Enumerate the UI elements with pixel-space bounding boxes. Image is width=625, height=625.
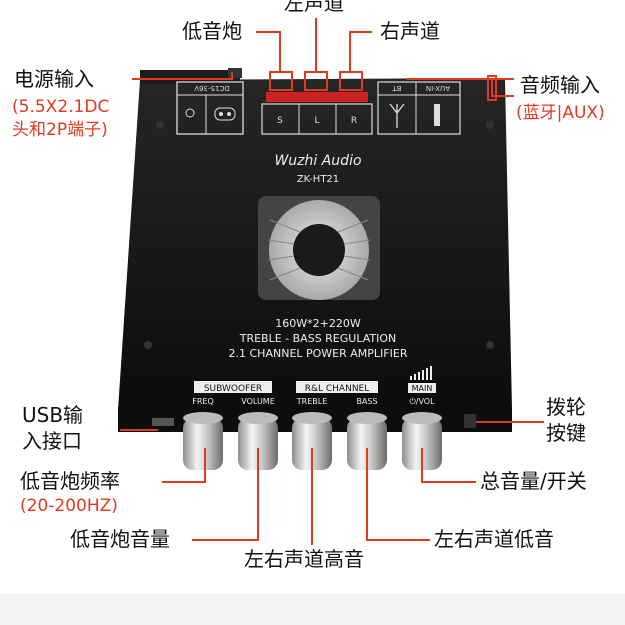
power-spec: 160W*2+220W	[275, 317, 361, 330]
speaker-terminals: S L R	[261, 92, 373, 135]
callout-power-input: 电源输入	[14, 67, 94, 91]
usb-port	[152, 418, 174, 426]
callout-right-channel: 右声道	[380, 19, 440, 43]
callout-lr-treble: 左右声道高音	[244, 547, 364, 571]
callout-power-input-note2: 头和2P端子)	[12, 120, 108, 140]
callout-audio-input-note: (蓝牙|AUX)	[516, 103, 605, 123]
terminal-r: R	[351, 116, 357, 126]
bt-label: BT	[392, 84, 402, 92]
terminal-s: S	[277, 116, 283, 126]
section-rl-channel: R&L CHANNEL	[305, 384, 370, 394]
knob-label-treble: TREBLE	[296, 397, 328, 406]
callout-sub-freq: 低音炮频率	[20, 469, 120, 493]
bottom-strip	[0, 594, 625, 625]
callout-audio-input: 音频输入	[520, 73, 600, 97]
model-name: ZK-HT21	[297, 174, 339, 185]
power-input-label: DC15-36V	[194, 84, 230, 92]
callout-lines	[120, 18, 544, 545]
channel-text: 2.1 CHANNEL POWER AMPLIFIER	[229, 347, 408, 360]
callout-sub-freq-note: (20-200HZ)	[20, 496, 118, 516]
callout-sub-volume: 低音炮音量	[70, 527, 170, 551]
callout-power-input-note1: (5.5X2.1DC	[12, 97, 110, 117]
knob-bass	[347, 412, 387, 470]
regulation-text: TREBLE - BASS REGULATION	[239, 332, 397, 345]
power-input-panel	[176, 81, 244, 135]
terminal-l: L	[314, 116, 319, 126]
section-main: MAIN	[412, 384, 433, 393]
aux-label: AUX-IN	[426, 84, 450, 92]
callout-master-volume: 总音量/开关	[480, 469, 587, 493]
toggle-wheel	[464, 414, 476, 428]
audio-input-panel	[377, 81, 461, 135]
callout-usb-line2: 入接口	[22, 429, 82, 453]
knob-label-bass: BASS	[356, 397, 377, 406]
cooling-fan	[258, 196, 380, 300]
knob-label-vol: ⏻/VOL	[409, 397, 435, 406]
callout-toggle-line2: 按键	[546, 421, 586, 445]
knob-treble	[292, 412, 332, 470]
brand-logo: Wuzhi Audio	[274, 153, 361, 169]
callout-lr-bass: 左右声道低音	[434, 527, 554, 551]
knob-volume	[238, 412, 278, 470]
callout-subwoofer: 低音炮	[182, 19, 242, 43]
callout-toggle-line1: 拨轮	[546, 395, 586, 419]
knob-label-freq: FREQ	[192, 397, 214, 406]
knob-main	[402, 412, 442, 470]
volume-bars-icon	[410, 366, 432, 380]
knob-freq	[183, 412, 223, 470]
section-subwoofer: SUBWOOFER	[204, 384, 262, 394]
callout-left-channel: 左声道	[284, 0, 344, 15]
knob-label-volume: VOLUME	[241, 397, 275, 406]
callout-usb-line1: USB输	[22, 403, 84, 427]
